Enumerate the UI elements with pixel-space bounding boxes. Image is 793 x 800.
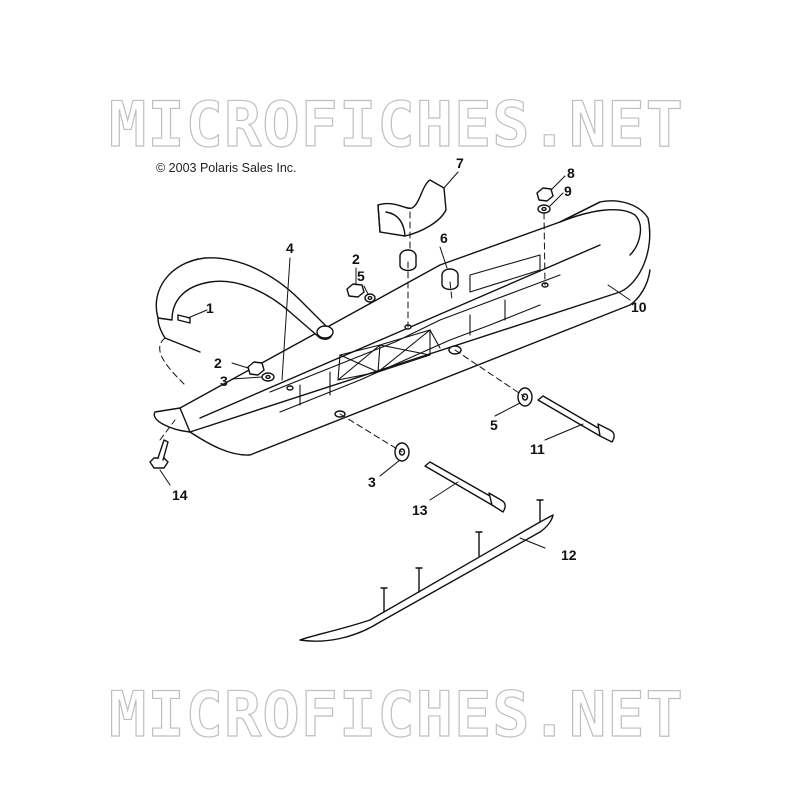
ski-handle-loop bbox=[155, 257, 334, 353]
callout-3-lower: 3 bbox=[368, 474, 376, 490]
callout-labels: 1 2 2 3 3 4 5 5 6 7 8 9 10 11 12 13 14 bbox=[172, 155, 647, 563]
copyright-text: © 2003 Polaris Sales Inc. bbox=[156, 161, 297, 175]
wear-bar-part-12 bbox=[299, 499, 554, 642]
callout-4: 4 bbox=[286, 240, 294, 256]
callout-14: 14 bbox=[172, 487, 188, 503]
callout-2-lower: 2 bbox=[214, 355, 222, 371]
callout-12: 12 bbox=[561, 547, 577, 563]
callout-1: 1 bbox=[206, 300, 214, 316]
fasteners bbox=[247, 187, 554, 462]
bolt-part-14 bbox=[149, 439, 169, 469]
callout-7: 7 bbox=[456, 155, 464, 171]
rivet-part-1 bbox=[177, 314, 191, 324]
leader-lines bbox=[159, 171, 631, 549]
ski-ribs bbox=[269, 254, 561, 413]
callout-2-upper: 2 bbox=[352, 251, 360, 267]
callout-10: 10 bbox=[631, 299, 647, 315]
bolt-part-11 bbox=[537, 395, 615, 443]
watermark-top: MICROFICHES.NET bbox=[108, 87, 684, 161]
saddle-part-7 bbox=[377, 179, 447, 237]
callout-3-left: 3 bbox=[220, 373, 228, 389]
callout-6: 6 bbox=[440, 230, 448, 246]
callout-8: 8 bbox=[567, 165, 575, 181]
callout-9: 9 bbox=[564, 183, 572, 199]
watermark-bottom: MICROFICHES.NET bbox=[108, 677, 684, 751]
callout-13: 13 bbox=[412, 502, 428, 518]
callout-11: 11 bbox=[530, 441, 545, 457]
bolt-part-13 bbox=[424, 461, 506, 513]
callout-5-upper: 5 bbox=[357, 268, 365, 284]
callout-5-lower: 5 bbox=[490, 417, 498, 433]
assembly-lines bbox=[159, 211, 546, 453]
